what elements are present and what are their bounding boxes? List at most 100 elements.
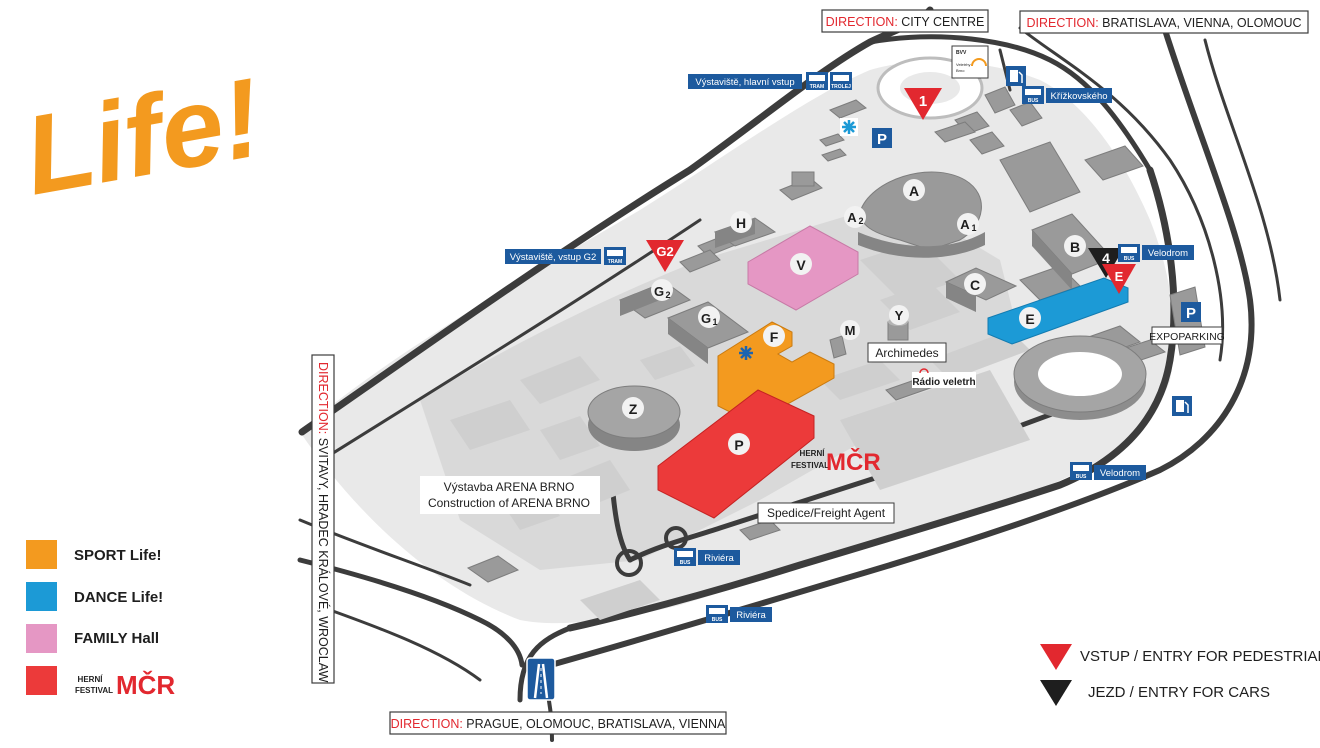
entry-1-label: 1 <box>919 93 927 110</box>
expoparking-label[interactable]: EXPOPARKING <box>1149 326 1225 345</box>
hall-label-g1: G <box>701 311 711 326</box>
stop-krizkovskeho-label: Křížkovského <box>1050 91 1107 102</box>
svg-text:DIRECTION: SVITAVY, HRADEC KRÁ: DIRECTION: SVITAVY, HRADEC KRÁLOVÉ, WROC… <box>316 362 331 683</box>
hall-e-dance <box>987 277 1129 345</box>
legend-herni-line1: HERNÍ <box>78 675 104 684</box>
parking-label: P <box>877 131 887 148</box>
hall-label-v: V <box>796 257 806 273</box>
parking-signs: P P <box>872 128 1201 322</box>
arena-brno-label: Výstavba ARENA BRNO Construction of AREN… <box>420 476 600 514</box>
hall-label-g1-sub: 1 <box>712 317 717 327</box>
arena-en-label: Construction of ARENA BRNO <box>428 496 590 510</box>
legend: SPORT Life! DANCE Life! FAMILY Hall HERN… <box>26 540 1320 706</box>
entry-g2-label: G2 <box>656 244 673 259</box>
legend-swatch-herni <box>26 666 57 695</box>
fuel-station-icon <box>1006 66 1026 86</box>
hall-label-g2: G <box>654 284 664 299</box>
velodrom-oval <box>1013 335 1147 420</box>
hall-label-y: Y <box>895 308 904 323</box>
hall-label-a2-sub: 2 <box>858 216 863 226</box>
bvv-logo-line3: Brno <box>956 68 965 73</box>
stop-entrance-g2-label: Výstaviště, vstup G2 <box>510 252 597 263</box>
svg-text:TRAM: TRAM <box>608 259 622 265</box>
stop-velodrom-1[interactable]: BUS Velodrom <box>1118 244 1194 262</box>
svg-text:BUS: BUS <box>712 617 723 623</box>
legend-label-pedestrians: VSTUP / ENTRY FOR PEDESTRIANS <box>1080 648 1320 665</box>
transit-stops: Výstaviště, hlavní vstup TRAM TROLEJ Výs… <box>505 72 1194 623</box>
legend-swatch-dance <box>26 582 57 611</box>
entry-e-marker[interactable]: E <box>1102 264 1136 294</box>
hall-label-h: H <box>736 215 746 231</box>
stop-main-entrance-label: Výstaviště, hlavní vstup <box>695 77 794 88</box>
direction-bratislava[interactable]: DIRECTION: BRATISLAVA, VIENNA, OLOMOUC <box>1019 10 1309 34</box>
archimedes-label[interactable]: Archimedes <box>867 342 947 363</box>
parking-icon: P <box>872 128 892 148</box>
medical-icon <box>739 346 753 360</box>
medical-icon <box>840 118 858 136</box>
svg-text:Rádio veletrh: Rádio veletrh <box>912 377 975 388</box>
svg-text:HERNÍ: HERNÍ <box>800 449 826 458</box>
bvv-logo-line2: Veletrhy <box>956 62 970 67</box>
light-blocks <box>450 240 1030 620</box>
stop-riviera-1[interactable]: BUS Riviéra <box>674 548 740 566</box>
entry-4-marker[interactable]: 4 <box>1088 248 1124 278</box>
svg-text:BUS: BUS <box>680 560 691 566</box>
hall-label-f: F <box>770 329 779 345</box>
hall-label-c: C <box>970 277 980 293</box>
svg-text:DIRECTION: PRAGUE, OLOMOUC, BR: DIRECTION: PRAGUE, OLOMOUC, BRATISLAVA, … <box>391 717 726 731</box>
hall-label-p: P <box>734 437 743 453</box>
direction-boxes: DIRECTION: CITY CENTRE DIRECTION: BRATIS… <box>311 9 1309 735</box>
stop-entrance-g2[interactable]: Výstaviště, vstup G2 TRAM <box>505 247 626 265</box>
direction-prague[interactable]: DIRECTION: PRAGUE, OLOMOUC, BRATISLAVA, … <box>389 711 727 735</box>
svg-text:BUS: BUS <box>1124 256 1135 262</box>
stop-velodrom-1-label: Velodrom <box>1148 248 1188 259</box>
legend-label-cars: JEZD / ENTRY FOR CARS <box>1088 684 1270 701</box>
hall-label-m: M <box>845 323 856 338</box>
hall-label-a1: A <box>960 217 970 232</box>
stop-krizkovskeho[interactable]: BUS Křížkovského <box>1022 86 1112 104</box>
stop-riviera-2[interactable]: BUS Riviéra <box>706 605 772 623</box>
bvv-logo-line1: BVV <box>956 50 967 56</box>
svg-text:EXPOPARKING: EXPOPARKING <box>1149 331 1225 343</box>
stop-velodrom-2-label: Velodrom <box>1100 468 1140 479</box>
svg-text:BUS: BUS <box>1028 98 1039 104</box>
fuel-icons <box>1006 66 1192 416</box>
medical-icons <box>739 118 858 360</box>
entry-markers: 1 G2 4 E <box>646 88 1136 294</box>
hall-a-complex <box>858 171 985 258</box>
legend-car-entry-icon <box>1040 680 1072 706</box>
svg-text:DIRECTION: BRATISLAVA, VIENNA,: DIRECTION: BRATISLAVA, VIENNA, OLOMOUC <box>1026 16 1301 30</box>
freight-agent-label[interactable]: Spedice/Freight Agent <box>757 502 895 524</box>
legend-pedestrian-entry-icon <box>1040 644 1072 670</box>
entry-4-label: 4 <box>1102 250 1110 266</box>
legend-label-family: FAMILY Hall <box>74 630 159 647</box>
stop-velodrom-2[interactable]: BUS Velodrom <box>1070 462 1146 480</box>
direction-city-centre[interactable]: DIRECTION: CITY CENTRE <box>821 9 989 33</box>
motorway-icon <box>526 657 556 701</box>
svg-text:Archimedes: Archimedes <box>875 346 938 360</box>
svg-text:MČR: MČR <box>826 448 881 476</box>
hall-label-g2-sub: 2 <box>665 290 670 300</box>
entry-1-marker[interactable]: 1 <box>904 88 942 120</box>
arena-cz-label: Výstavba ARENA BRNO <box>444 480 575 494</box>
hall-label-e: E <box>1025 311 1034 327</box>
herni-festival-map-logo: HERNÍ FESTIVAL MČR <box>791 448 881 476</box>
legend-label-sport: SPORT Life! <box>74 547 162 564</box>
radio-veletrh-label[interactable]: Rádio veletrh <box>912 368 976 388</box>
direction-svitavy[interactable]: DIRECTION: SVITAVY, HRADEC KRÁLOVÉ, WROC… <box>311 354 335 684</box>
entry-g2-marker[interactable]: G2 <box>646 240 684 272</box>
parking-label: P <box>1186 305 1196 322</box>
svg-text:TRAM: TRAM <box>810 84 824 90</box>
legend-label-dance: DANCE Life! <box>74 589 163 606</box>
place-labels: Archimedes Rádio veletrh Spedice/Freight… <box>420 326 1225 524</box>
legend-mcr: MČR <box>116 670 175 700</box>
hall-labels: A A 2 A 1 H V G 2 G 1 F M Y C B E Z P <box>622 179 1086 455</box>
svg-text:DIRECTION: CITY CENTRE: DIRECTION: CITY CENTRE <box>826 15 985 29</box>
stop-main-entrance[interactable]: Výstaviště, hlavní vstup TRAM TROLEJ <box>688 72 852 90</box>
fuel-station-icon <box>1172 396 1192 416</box>
svg-text:FESTIVAL: FESTIVAL <box>791 461 829 470</box>
legend-swatch-family <box>26 624 57 653</box>
hall-label-b: B <box>1070 239 1080 255</box>
